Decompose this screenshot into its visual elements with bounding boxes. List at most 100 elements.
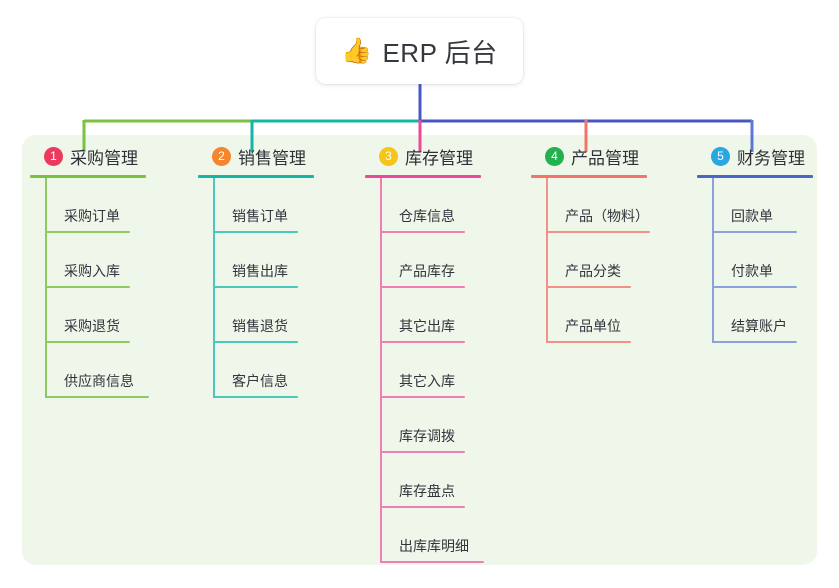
branch-badge-4: 4 [545, 146, 564, 166]
branch-title-4: 产品管理 [571, 148, 639, 168]
leaf-rule [213, 231, 298, 233]
branch-title-3: 库存管理 [405, 148, 473, 168]
branch-header-3[interactable]: 3 库存管理 [365, 143, 484, 169]
branch-spine-2 [213, 178, 215, 398]
leaf-item[interactable]: 产品库存 [380, 233, 484, 288]
leaf-item[interactable]: 产品分类 [546, 233, 650, 288]
leaf-rule [213, 341, 298, 343]
leaf-label: 销售订单 [232, 208, 288, 224]
branch-leaf-list-1: 采购订单 采购入库 采购退货 供应商信息 [30, 178, 149, 398]
leaf-label: 仓库信息 [399, 208, 455, 224]
branch-leaf-list-5: 回款单 付款单 结算账户 [697, 178, 813, 343]
branch-rule-2 [198, 175, 314, 178]
root-title: ERP 后台 [382, 37, 498, 68]
leaf-rule [380, 396, 465, 398]
leaf-rule [45, 231, 130, 233]
branch-rule-1 [30, 175, 146, 178]
leaf-item[interactable]: 结算账户 [712, 288, 813, 343]
leaf-label: 客户信息 [232, 373, 288, 389]
branch-badge-5: 5 [711, 146, 730, 166]
leaf-item[interactable]: 产品单位 [546, 288, 650, 343]
leaf-item[interactable]: 客户信息 [213, 343, 314, 398]
branch-header-5[interactable]: 5 财务管理 [697, 143, 813, 169]
thumbs-up-icon: 👍 [341, 36, 373, 65]
leaf-rule [546, 231, 650, 233]
branch-spine-5 [712, 178, 714, 343]
leaf-item[interactable]: 采购订单 [45, 178, 149, 233]
leaf-rule [546, 341, 631, 343]
branch-header-2[interactable]: 2 销售管理 [198, 143, 314, 169]
leaf-label: 结算账户 [731, 318, 787, 334]
leaf-label: 采购入库 [64, 263, 120, 279]
leaf-item[interactable]: 出库库明细 [380, 508, 484, 563]
leaf-rule [45, 396, 149, 398]
branch-rule-3 [365, 175, 481, 178]
leaf-label: 库存调拨 [399, 428, 455, 444]
branch-title-1: 采购管理 [70, 148, 138, 168]
leaf-item[interactable]: 采购入库 [45, 233, 149, 288]
diagram-background-panel [22, 135, 817, 565]
leaf-rule [712, 286, 797, 288]
leaf-label: 回款单 [731, 208, 773, 224]
leaf-label: 采购订单 [64, 208, 120, 224]
branch-column-5: 5 财务管理 回款单 付款单 结算账户 [697, 143, 813, 343]
leaf-item[interactable]: 回款单 [712, 178, 813, 233]
branch-badge-2: 2 [212, 146, 231, 166]
leaf-item[interactable]: 其它入库 [380, 343, 484, 398]
branch-leaf-list-4: 产品（物料） 产品分类 产品单位 [531, 178, 650, 343]
leaf-item[interactable]: 库存盘点 [380, 453, 484, 508]
leaf-rule [380, 561, 484, 563]
leaf-label: 供应商信息 [64, 373, 134, 389]
leaf-rule [380, 506, 465, 508]
leaf-item[interactable]: 付款单 [712, 233, 813, 288]
branch-spine-4 [546, 178, 548, 343]
leaf-rule [213, 396, 298, 398]
root-node[interactable]: 👍 ERP 后台 [316, 18, 523, 84]
leaf-label: 采购退货 [64, 318, 120, 334]
branch-rule-4 [531, 175, 647, 178]
leaf-label: 产品分类 [565, 263, 621, 279]
leaf-rule [380, 231, 465, 233]
branch-column-4: 4 产品管理 产品（物料） 产品分类 产品单位 [531, 143, 650, 343]
leaf-rule [213, 286, 298, 288]
leaf-label: 付款单 [731, 263, 773, 279]
branch-title-5: 财务管理 [737, 148, 805, 168]
leaf-item[interactable]: 仓库信息 [380, 178, 484, 233]
leaf-label: 销售退货 [232, 318, 288, 334]
leaf-rule [380, 451, 465, 453]
branch-leaf-list-2: 销售订单 销售出库 销售退货 客户信息 [198, 178, 314, 398]
leaf-item[interactable]: 产品（物料） [546, 178, 650, 233]
leaf-rule [45, 341, 130, 343]
branch-leaf-list-3: 仓库信息 产品库存 其它出库 其它入库 库存调拨 库存盘点 [365, 178, 484, 563]
leaf-label: 产品单位 [565, 318, 621, 334]
leaf-item[interactable]: 其它出库 [380, 288, 484, 343]
leaf-rule [712, 231, 797, 233]
leaf-rule [380, 286, 465, 288]
branch-badge-3: 3 [379, 146, 398, 166]
branch-rule-5 [697, 175, 813, 178]
branch-badge-1: 1 [44, 146, 63, 166]
branch-header-4[interactable]: 4 产品管理 [531, 143, 650, 169]
leaf-item[interactable]: 销售订单 [213, 178, 314, 233]
leaf-label: 库存盘点 [399, 483, 455, 499]
branch-title-2: 销售管理 [238, 148, 306, 168]
leaf-item[interactable]: 库存调拨 [380, 398, 484, 453]
leaf-rule [380, 341, 465, 343]
leaf-label: 出库库明细 [399, 538, 469, 554]
leaf-label: 销售出库 [232, 263, 288, 279]
branch-column-1: 1 采购管理 采购订单 采购入库 采购退货 供应商信息 [30, 143, 149, 398]
leaf-item[interactable]: 销售退货 [213, 288, 314, 343]
leaf-label: 其它入库 [399, 373, 455, 389]
branch-spine-1 [45, 178, 47, 398]
branch-column-3: 3 库存管理 仓库信息 产品库存 其它出库 其它入库 库存调拨 [365, 143, 484, 563]
leaf-item[interactable]: 供应商信息 [45, 343, 149, 398]
leaf-item[interactable]: 销售出库 [213, 233, 314, 288]
leaf-rule [546, 286, 631, 288]
leaf-label: 产品（物料） [565, 208, 649, 224]
branch-spine-3 [380, 178, 382, 563]
leaf-label: 其它出库 [399, 318, 455, 334]
branch-header-1[interactable]: 1 采购管理 [30, 143, 149, 169]
leaf-item[interactable]: 采购退货 [45, 288, 149, 343]
branch-column-2: 2 销售管理 销售订单 销售出库 销售退货 客户信息 [198, 143, 314, 398]
